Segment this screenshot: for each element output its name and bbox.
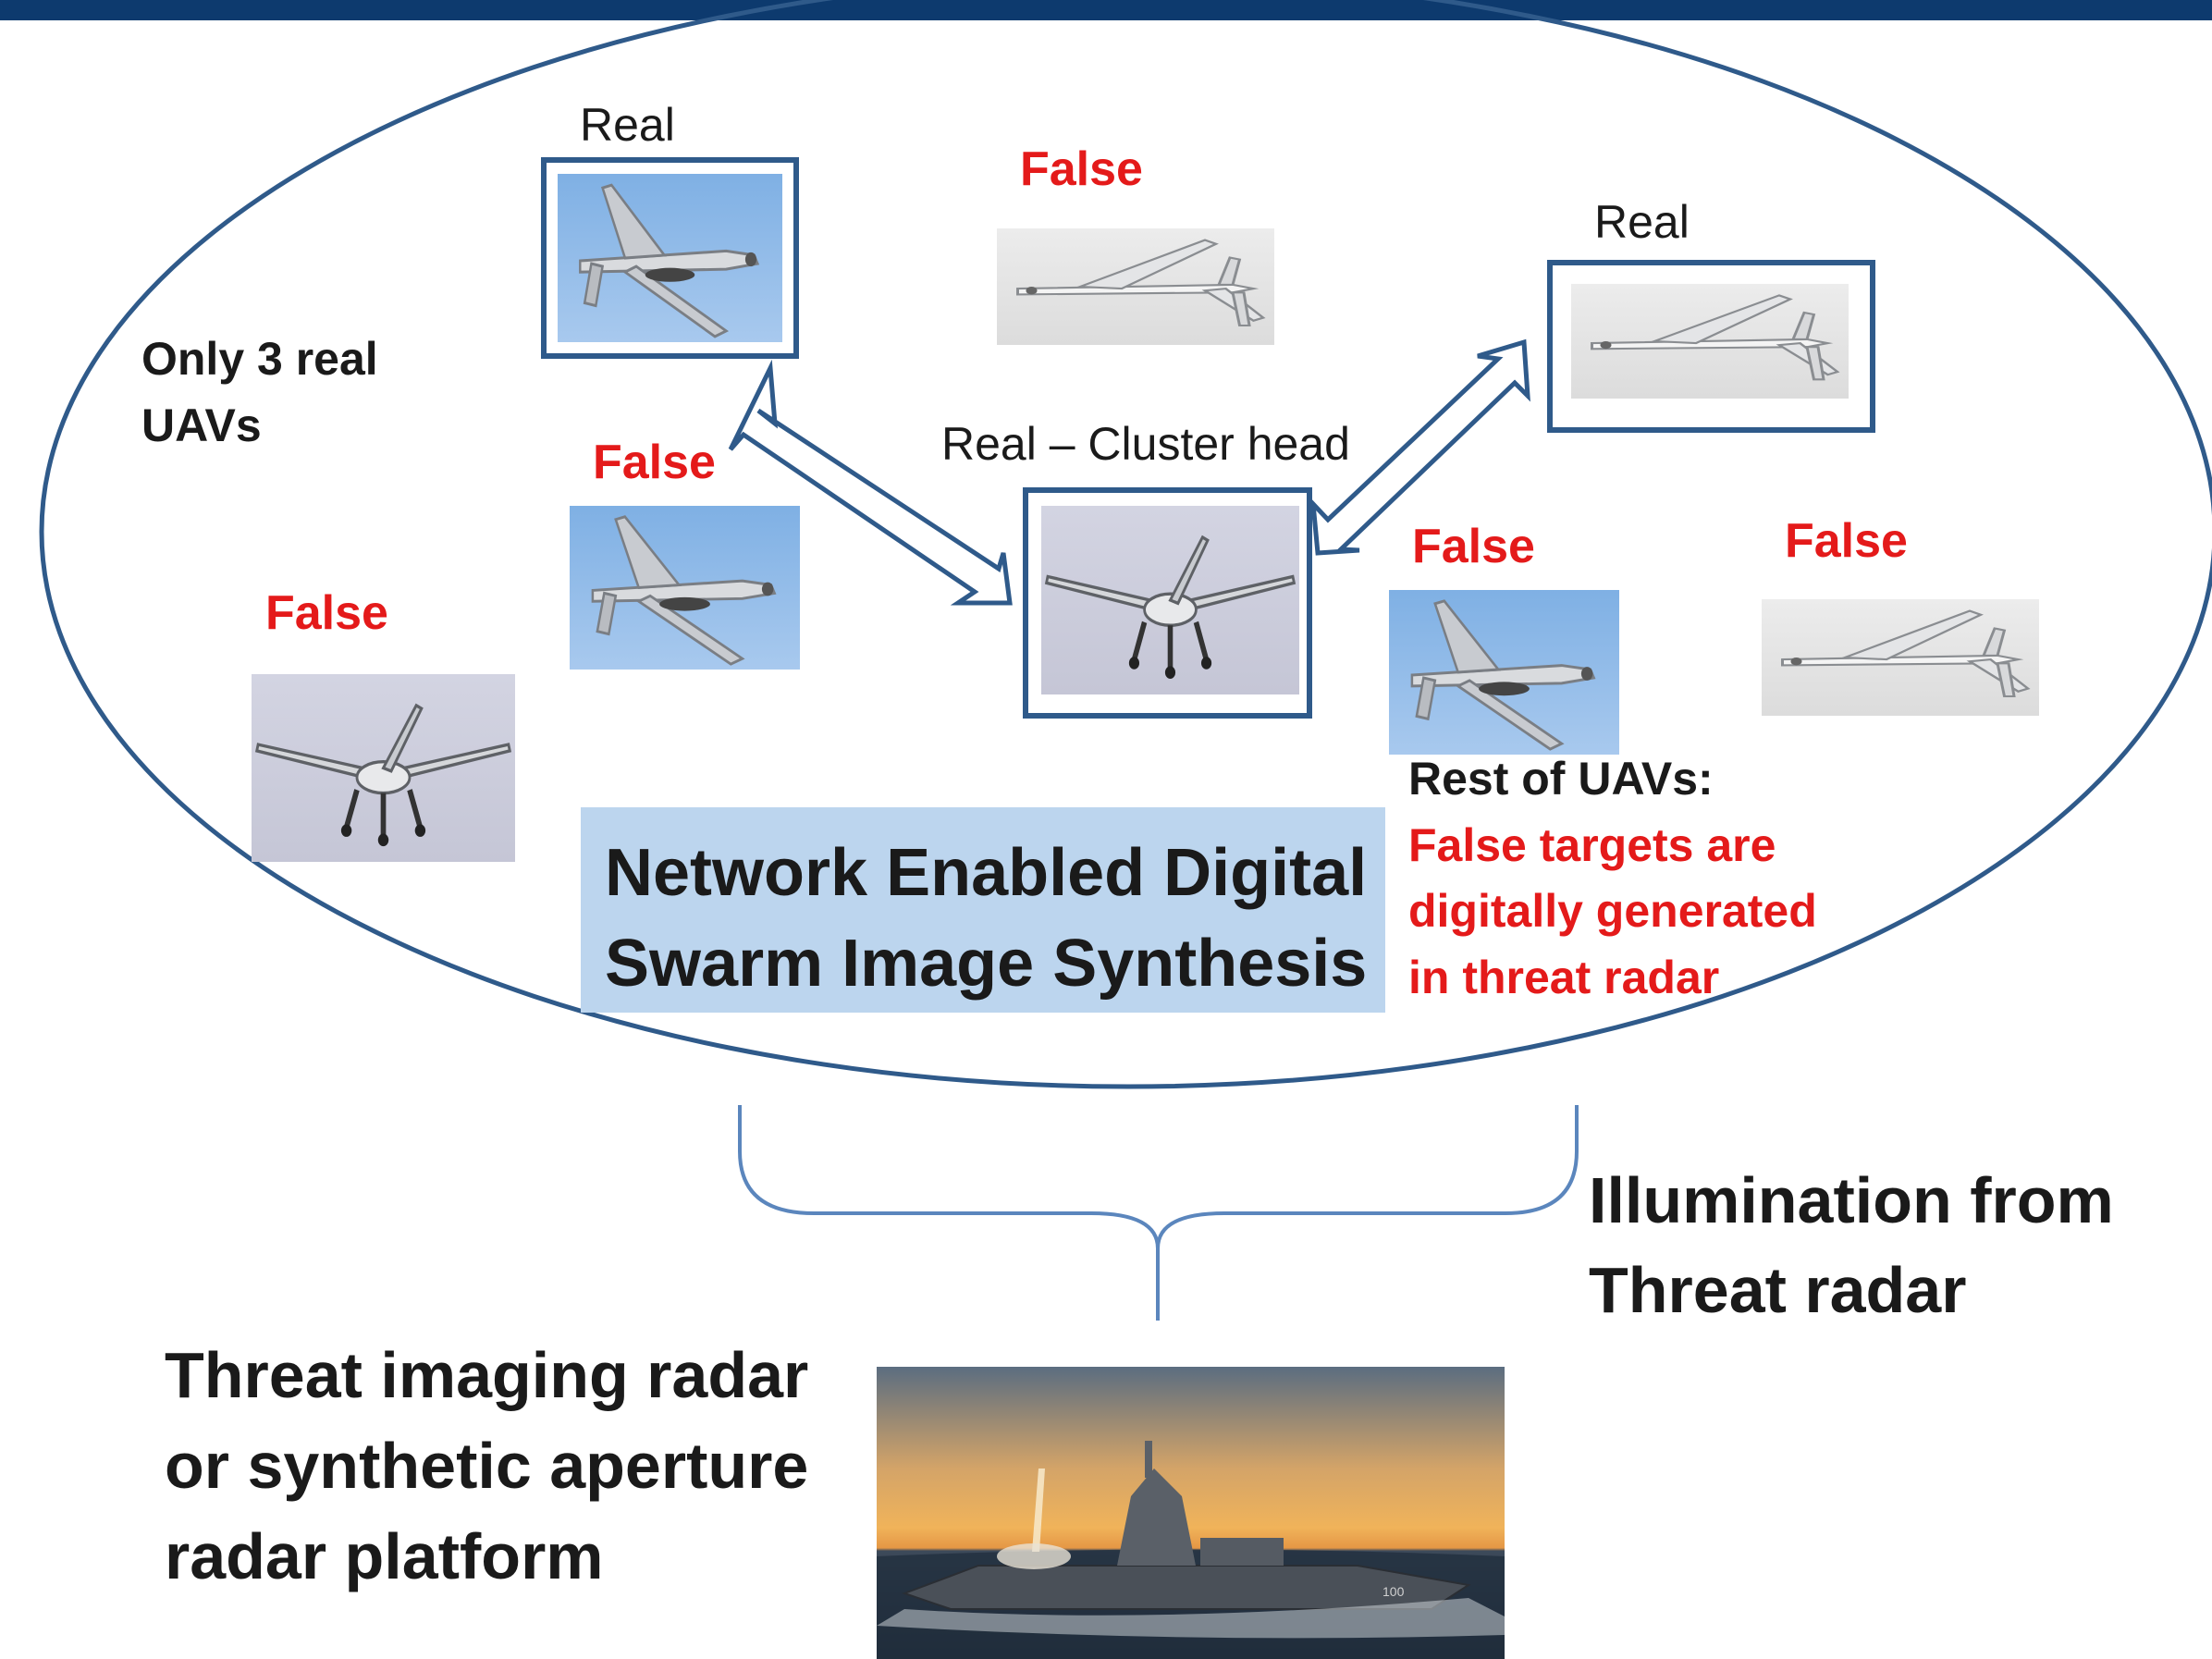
- illumination-line1: Illumination from: [1589, 1164, 2114, 1236]
- note-rest-line1: False targets are: [1408, 819, 1776, 871]
- uav-photo-real-1: [558, 174, 782, 342]
- label-false-right: False: [1412, 520, 1535, 573]
- label-real-top-left: Real: [580, 99, 675, 151]
- platform-line2: or synthetic aperture: [165, 1430, 809, 1502]
- uav-photo-false-5: [1762, 599, 2039, 716]
- label-false-left: False: [593, 436, 716, 489]
- label-false-top-center: False: [1020, 142, 1143, 196]
- label-real-top-right: Real: [1594, 196, 1690, 248]
- note-rest-line2: digitally generated: [1408, 885, 1817, 937]
- uav-photo-false-1: [997, 228, 1274, 345]
- note-rest-line3: in threat radar: [1408, 952, 1720, 1003]
- ship-hull-number: 100: [1382, 1584, 1405, 1599]
- label-false-far-left: False: [265, 586, 388, 640]
- uav-photo-cluster-head: [1041, 506, 1299, 694]
- uav-photo-real-2: [1571, 284, 1849, 399]
- label-cluster-head: Real – Cluster head: [941, 418, 1350, 470]
- note-only-real-line1: Only 3 real: [141, 333, 378, 385]
- note-only-real-line2: UAVs: [141, 399, 262, 451]
- platform-line1: Threat imaging radar: [165, 1339, 809, 1411]
- label-false-far-right: False: [1785, 514, 1908, 568]
- title-box: Network Enabled Digital Swarm Image Synt…: [581, 807, 1385, 1013]
- top-bar: [0, 0, 2212, 20]
- platform-line3: radar platform: [165, 1520, 604, 1592]
- uav-photo-false-4: [1389, 590, 1619, 755]
- real-uav-frame-cluster-head: [1023, 487, 1312, 719]
- uav-photo-false-3: [252, 674, 515, 862]
- real-uav-frame-top-left: [541, 157, 799, 359]
- destroyer-ship-image: 100: [877, 1367, 1505, 1659]
- real-uav-frame-top-right: [1547, 260, 1875, 433]
- note-rest-heading: Rest of UAVs:: [1408, 753, 1714, 805]
- illumination-line2: Threat radar: [1589, 1254, 1967, 1326]
- title-line2: Swarm Image Synthesis: [605, 927, 1368, 1001]
- title-line1: Network Enabled Digital: [605, 836, 1368, 910]
- illumination-brace: [738, 1105, 1579, 1321]
- uav-photo-false-2: [570, 506, 800, 670]
